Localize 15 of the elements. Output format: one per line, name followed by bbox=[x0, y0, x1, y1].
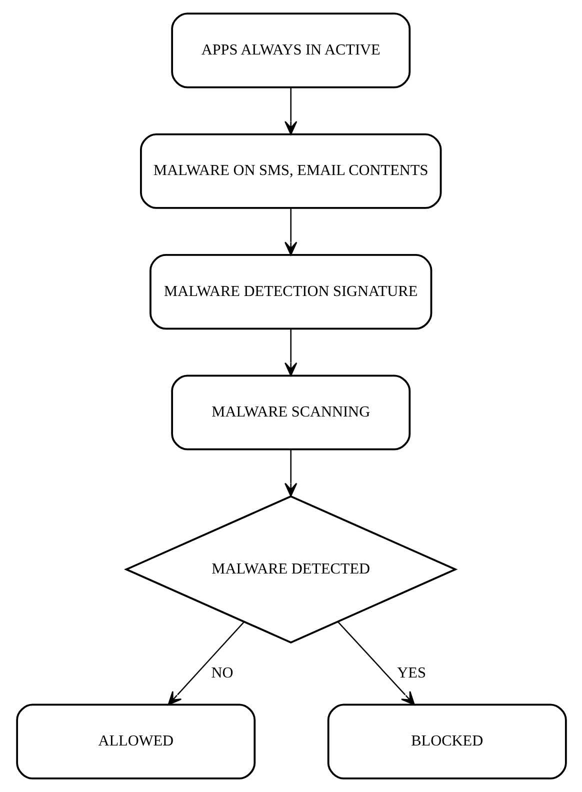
edge-label: YES bbox=[396, 664, 426, 682]
arrow bbox=[284, 87, 297, 135]
arrow bbox=[284, 208, 297, 256]
arrow bbox=[284, 328, 297, 376]
node-box: APPS ALWAYS IN ACTIVE bbox=[170, 12, 410, 88]
arrow bbox=[167, 622, 244, 706]
arrow bbox=[284, 450, 297, 497]
node-box: MALWARE DETECTION SIGNATURE bbox=[149, 254, 432, 330]
node-diamond: MALWARE DETECTED bbox=[124, 495, 458, 644]
edge-label: NO bbox=[210, 664, 233, 682]
node-box: MALWARE ON SMS, EMAIL CONTENTS bbox=[140, 133, 442, 209]
arrow bbox=[337, 622, 414, 706]
node-box: BLOCKED bbox=[326, 704, 566, 780]
node-box: ALLOWED bbox=[16, 704, 256, 780]
node-box: MALWARE SCANNING bbox=[170, 374, 410, 450]
